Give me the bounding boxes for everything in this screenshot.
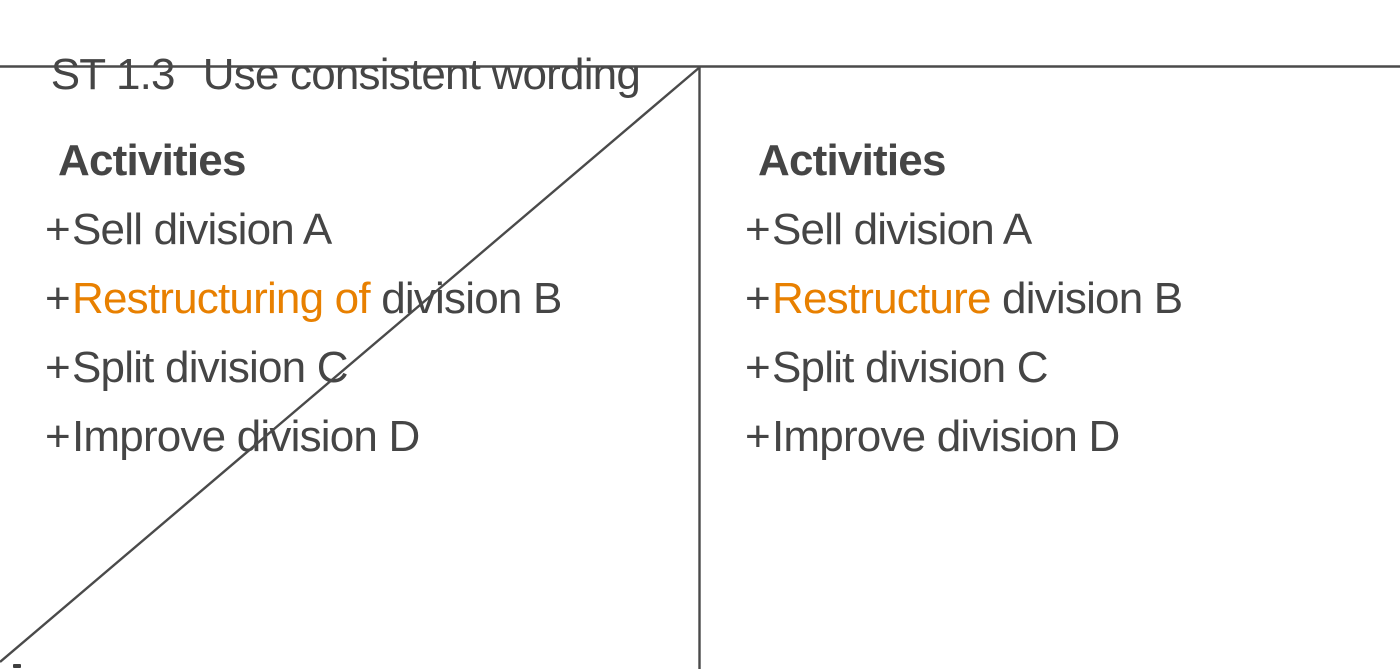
plus-bullet: + [45, 412, 71, 461]
item-text: Sell division A [772, 205, 1032, 254]
list-item: +Sell division A [45, 195, 700, 264]
item-text: division B [381, 274, 562, 323]
panel-incorrect-example: Activities +Sell division A +Restructuri… [0, 66, 700, 669]
item-text: division B [1002, 274, 1183, 323]
plus-bullet: + [745, 205, 771, 254]
list-item: +Restructure division B [745, 264, 1400, 333]
list-item: +Split division C [745, 333, 1400, 402]
list-item: +Improve division D [745, 402, 1400, 471]
item-text: Sell division A [72, 205, 332, 254]
item-text-highlighted: Restructure [772, 274, 1003, 323]
plus-bullet: + [45, 205, 71, 254]
item-text: Improve division D [72, 412, 420, 461]
plus-bullet: + [45, 343, 71, 392]
item-text: Improve division D [772, 412, 1120, 461]
list-item: +Improve division D [45, 402, 700, 471]
panel-heading: Activities [758, 136, 946, 185]
list-item: +Restructuring of division B [45, 264, 700, 333]
panel-heading: Activities [58, 136, 246, 185]
panel-correct-example: Activities +Sell division A +Restructure… [700, 66, 1400, 669]
list-item: +Sell division A [745, 195, 1400, 264]
list-item: +Split division C [45, 333, 700, 402]
plus-bullet: + [45, 274, 71, 323]
cutoff-fragment [13, 664, 21, 668]
plus-bullet: + [745, 343, 771, 392]
plus-bullet: + [745, 412, 771, 461]
item-text: Split division C [772, 343, 1049, 392]
plus-bullet: + [745, 274, 771, 323]
item-text: Split division C [72, 343, 349, 392]
item-text-highlighted: Restructuring of [72, 274, 382, 323]
